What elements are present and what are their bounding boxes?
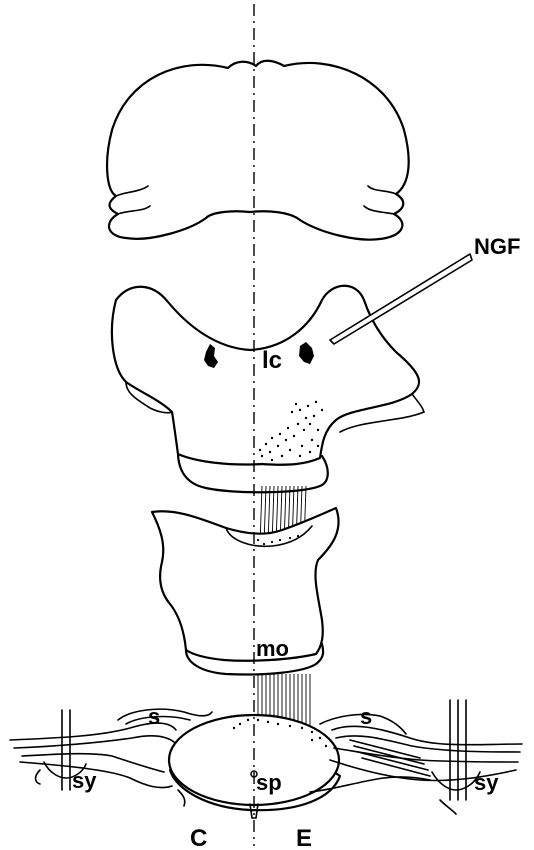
label-lc: lc <box>262 347 282 374</box>
cerebrum-section <box>107 61 409 240</box>
label-sp: sp <box>256 770 282 795</box>
right-nerves <box>310 700 522 814</box>
label-mo: mo <box>256 636 289 661</box>
label-sy-right: sy <box>474 770 499 795</box>
label-s-left: s <box>148 704 160 729</box>
label-e: E <box>296 825 312 850</box>
label-sy-left: sy <box>72 768 97 793</box>
label-s-right: s <box>360 704 372 729</box>
medulla-section <box>152 508 339 675</box>
label-ngf: NGF <box>474 234 520 259</box>
label-c: C <box>190 825 207 850</box>
